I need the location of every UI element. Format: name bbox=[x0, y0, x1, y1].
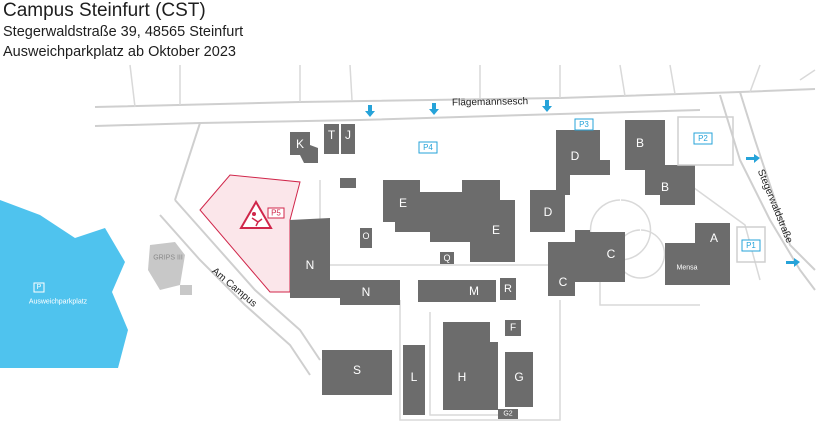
parking-p2-label: P2 bbox=[698, 134, 708, 143]
map-notice: Ausweichparkplatz ab Oktober 2023 bbox=[3, 44, 236, 60]
building-f[interactable]: F bbox=[505, 320, 521, 336]
building-t-label: T bbox=[328, 128, 336, 142]
building-g[interactable]: G bbox=[505, 352, 533, 407]
arrow-icon bbox=[429, 103, 439, 115]
building-n-label: N bbox=[306, 258, 315, 272]
ausweich-parking-icon-label: P bbox=[37, 284, 42, 291]
building-b2-label: B bbox=[661, 180, 669, 194]
building-f-label: F bbox=[510, 323, 516, 334]
street-am-campus-label: Am Campus bbox=[209, 266, 258, 310]
parking-p4[interactable]: P4 bbox=[418, 141, 438, 154]
building-g2-label: G2 bbox=[503, 411, 512, 418]
building-mensa-label: Mensa bbox=[676, 265, 697, 272]
building-b[interactable]: B B bbox=[625, 120, 695, 205]
building-b-label: B bbox=[636, 136, 644, 150]
building-c2-label: C bbox=[607, 247, 616, 261]
building-g2[interactable]: G2 bbox=[498, 409, 518, 419]
entrance-arrows bbox=[365, 100, 800, 267]
road-network bbox=[94, 64, 816, 421]
building-a-label: A bbox=[710, 231, 718, 245]
map-header: Campus Steinfurt (CST) Stegerwaldstraße … bbox=[3, 0, 423, 62]
building-l-label: L bbox=[411, 370, 418, 384]
construction-worker-icon bbox=[239, 199, 273, 229]
parking-p5-label: P5 bbox=[271, 209, 281, 218]
building-s[interactable]: S bbox=[322, 350, 392, 395]
building-r-label: R bbox=[504, 283, 512, 295]
building-e[interactable]: E E bbox=[383, 180, 515, 262]
building-m-label: M bbox=[469, 284, 479, 298]
building-h-label: H bbox=[458, 370, 467, 384]
building-e2-label: E bbox=[492, 223, 500, 237]
ausweich-parking-area[interactable]: P Ausweichparkplatz bbox=[0, 200, 128, 368]
building-h[interactable]: H bbox=[443, 322, 498, 410]
building-t[interactable]: T bbox=[324, 124, 339, 154]
parking-p3[interactable]: P3 bbox=[574, 118, 594, 131]
building-l[interactable]: L bbox=[403, 345, 425, 415]
parking-p5-area[interactable]: P5 bbox=[199, 174, 301, 293]
building-j-label: J bbox=[345, 128, 351, 142]
building-k[interactable]: K bbox=[290, 132, 318, 163]
building-d-label: D bbox=[571, 149, 580, 163]
building-q[interactable]: Q bbox=[440, 252, 454, 264]
street-flaegemannsesch-label: Flägemannsesch bbox=[452, 96, 528, 108]
map-address: Stegerwaldstraße 39, 48565 Steinfurt bbox=[3, 24, 244, 40]
building-c-label: C bbox=[559, 275, 568, 289]
arrow-icon bbox=[365, 105, 375, 117]
building-s-label: S bbox=[353, 363, 361, 377]
parking-p3-label: P3 bbox=[579, 120, 589, 129]
parking-p2[interactable]: P2 bbox=[677, 116, 734, 166]
building-q-label: Q bbox=[443, 253, 450, 263]
building-o[interactable]: O bbox=[360, 228, 372, 248]
building-a[interactable]: A Mensa bbox=[665, 223, 730, 285]
building-d[interactable]: D D bbox=[530, 130, 610, 232]
arrow-icon bbox=[746, 154, 760, 163]
building-grips[interactable]: GRIPS III bbox=[148, 242, 192, 295]
building-n[interactable]: N N bbox=[290, 218, 400, 305]
ausweich-parking-icon bbox=[33, 282, 45, 293]
arrow-icon bbox=[786, 258, 800, 267]
building-m[interactable]: M bbox=[418, 280, 496, 302]
building-g-label: G bbox=[514, 370, 523, 384]
building-k-label: K bbox=[296, 137, 304, 151]
building-j[interactable]: J bbox=[341, 124, 355, 154]
building-grips-label: GRIPS III bbox=[153, 255, 183, 262]
parking-p4-label: P4 bbox=[423, 143, 433, 152]
building-r[interactable]: R bbox=[500, 278, 516, 300]
ausweich-parking-label: Ausweichparkplatz bbox=[29, 299, 88, 306]
building-o-label: O bbox=[362, 231, 369, 241]
building-e-label: E bbox=[399, 196, 407, 210]
parking-p1-label: P1 bbox=[746, 241, 756, 250]
building-n2-label: N bbox=[362, 285, 371, 299]
building-c[interactable]: C C bbox=[548, 230, 625, 296]
building-d2-label: D bbox=[544, 205, 553, 219]
building-small-1 bbox=[340, 178, 356, 188]
map-title: Campus Steinfurt (CST) bbox=[3, 0, 206, 21]
parking-p1[interactable]: P1 bbox=[736, 226, 766, 263]
arrow-icon bbox=[542, 100, 552, 112]
street-stegerwaldstrasse-label: Stegerwaldstraße bbox=[755, 168, 795, 245]
